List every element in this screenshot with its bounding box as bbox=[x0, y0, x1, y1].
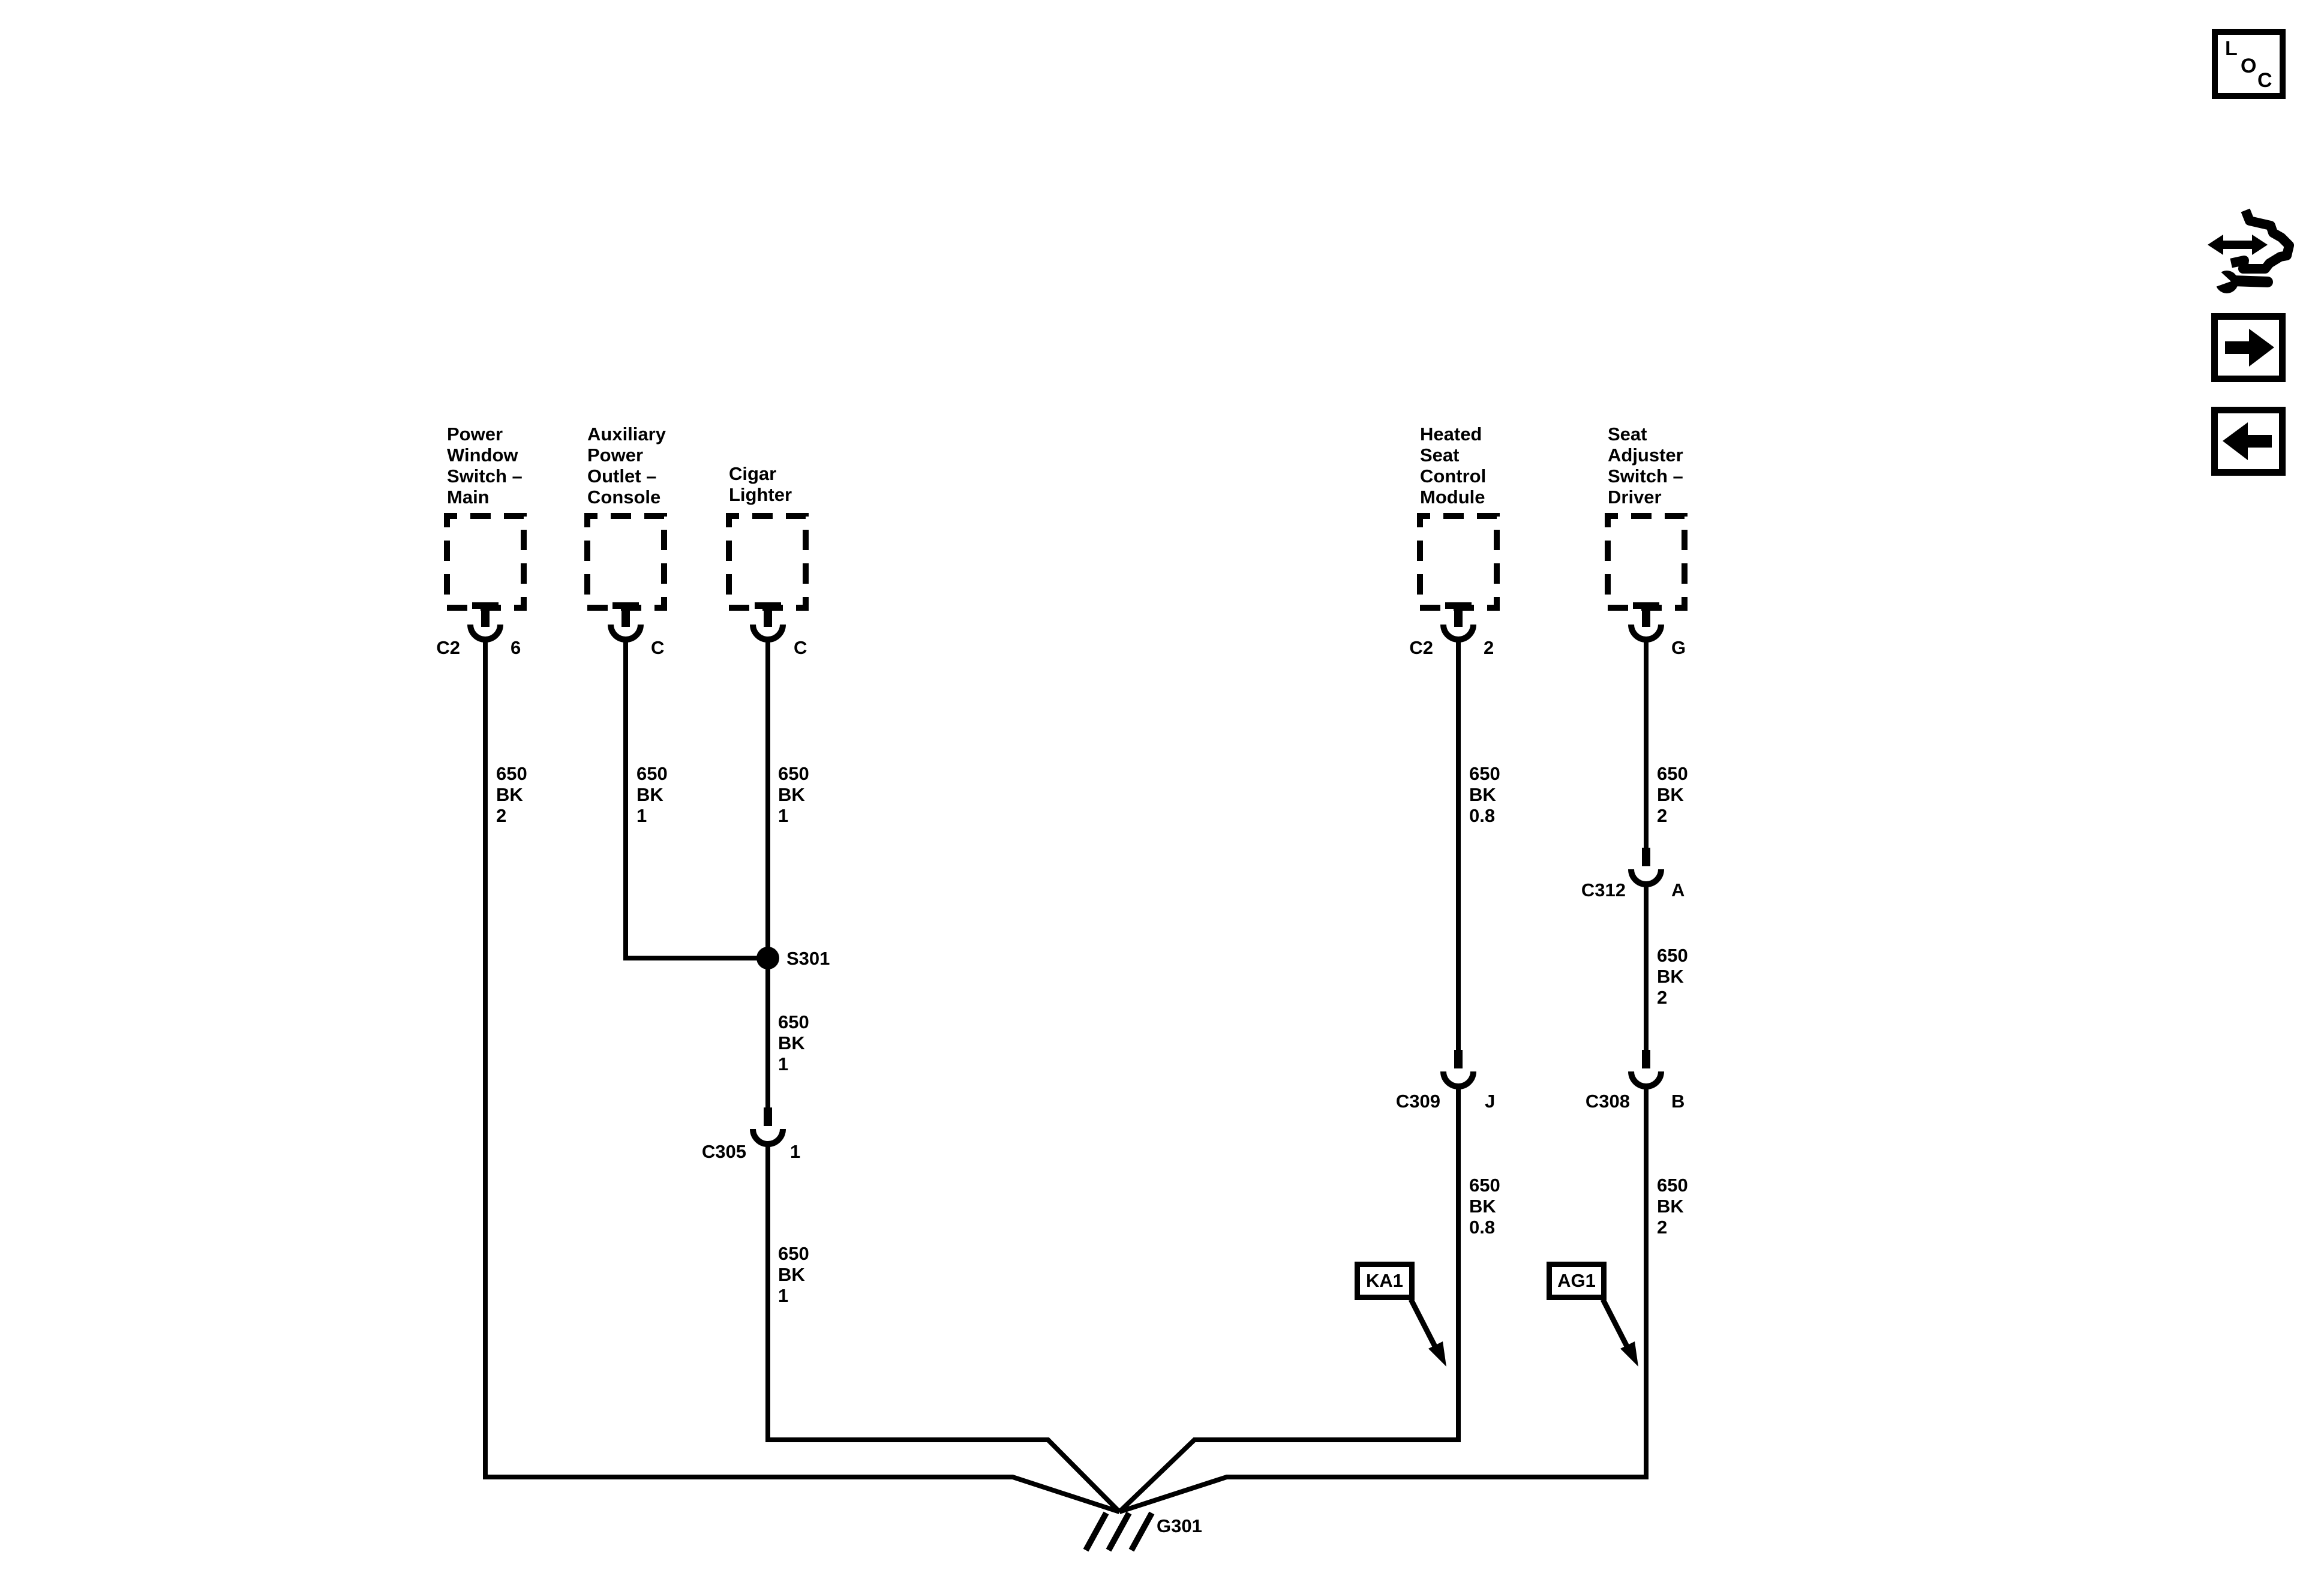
wire-gauge-label: 650 BK 1 bbox=[778, 1011, 809, 1074]
connector-symbol bbox=[1628, 602, 1664, 643]
loc-letter-c: C bbox=[2257, 69, 2272, 92]
component-box bbox=[444, 513, 527, 611]
inline-connector-c309 bbox=[1440, 1050, 1476, 1089]
component-box-outlines bbox=[444, 513, 1688, 611]
harness-callout-label: KA1 bbox=[1365, 1270, 1403, 1291]
component-label-seat-adjuster-switch-driver: Seat Adjuster Switch – Driver bbox=[1608, 424, 1683, 508]
harness-callout-ka1: KA1 bbox=[1355, 1262, 1415, 1300]
previous-page-button[interactable] bbox=[2211, 407, 2286, 476]
loc-marker[interactable]: L O C bbox=[2212, 29, 2286, 99]
loc-letter-l: L bbox=[2225, 37, 2238, 60]
connector-symbol bbox=[608, 602, 644, 643]
connector-id-label: C312 bbox=[1581, 879, 1626, 900]
component-label-auxiliary-power-outlet-console: Auxiliary Power Outlet – Console bbox=[587, 424, 666, 508]
pin-label: B bbox=[1671, 1091, 1685, 1112]
connector-symbol bbox=[750, 602, 786, 643]
pointer-outline-icon bbox=[2230, 208, 2294, 274]
pin-label: C bbox=[651, 637, 665, 658]
pin-label: G bbox=[1671, 637, 1686, 658]
pin-label: 1 bbox=[790, 1141, 801, 1162]
pin-label: 2 bbox=[1484, 637, 1494, 658]
component-label-power-window-switch-main: Power Window Switch – Main bbox=[447, 424, 523, 508]
wire-gauge-label: 650 BK 2 bbox=[496, 763, 527, 826]
connector-id-label: C2 bbox=[1409, 637, 1433, 658]
wire-gauge-label: 650 BK 1 bbox=[778, 1243, 809, 1306]
wire-heated-seat-lower bbox=[1118, 1088, 1461, 1514]
ground-wires bbox=[483, 641, 1649, 1514]
wire-cigar-lighter-lower bbox=[765, 1145, 1121, 1514]
wire-seat-adjuster-lower bbox=[1118, 1088, 1649, 1514]
callout-arrow-ka1 bbox=[1408, 1298, 1446, 1367]
wire-gauge-label: 650 BK 2 bbox=[1657, 1175, 1688, 1238]
wire-power-window-ground bbox=[483, 641, 1121, 1514]
wire-gauge-label: 650 BK 1 bbox=[636, 763, 668, 826]
connector-id-label: C305 bbox=[701, 1141, 746, 1162]
loc-letter-o: O bbox=[2241, 55, 2257, 77]
ground-symbol bbox=[1083, 1511, 1155, 1552]
wire-gauge-label: 650 BK 2 bbox=[1657, 763, 1688, 826]
wrench-icon bbox=[2212, 266, 2273, 293]
next-page-button[interactable] bbox=[2211, 313, 2286, 382]
inline-connector-c305 bbox=[750, 1107, 786, 1147]
connector-symbol bbox=[1440, 602, 1476, 643]
splice-id-label: S301 bbox=[786, 948, 830, 969]
component-label-heated-seat-control-module: Heated Seat Control Module bbox=[1420, 424, 1487, 508]
component-box bbox=[1605, 513, 1688, 611]
wire-aux-outlet-to-splice bbox=[623, 641, 768, 960]
component-box bbox=[726, 513, 809, 611]
left-arrow-icon bbox=[2223, 422, 2272, 460]
inline-connector-c308 bbox=[1628, 1050, 1664, 1089]
connector-id-label: C309 bbox=[1395, 1091, 1440, 1112]
ground-id-label: G301 bbox=[1157, 1515, 1202, 1536]
wire-gauge-label: 650 BK 1 bbox=[778, 763, 809, 826]
pin-label: 6 bbox=[511, 637, 521, 658]
wire-gauge-label: 650 BK 0.8 bbox=[1469, 763, 1500, 826]
wire-gauge-label: 650 BK 2 bbox=[1657, 945, 1688, 1008]
harness-callout-ag1: AG1 bbox=[1547, 1262, 1607, 1300]
connector-id-label: C308 bbox=[1585, 1091, 1630, 1112]
right-arrow-icon bbox=[2225, 329, 2274, 367]
inline-connector-symbols bbox=[750, 848, 1664, 1147]
tools-icon[interactable] bbox=[2202, 207, 2298, 297]
pin-label: C bbox=[794, 637, 807, 658]
pin-label: J bbox=[1485, 1091, 1496, 1112]
callout-arrow-ag1 bbox=[1600, 1298, 1638, 1367]
component-box bbox=[1417, 513, 1500, 611]
splice-s301-dot bbox=[756, 947, 779, 969]
component-label-cigar-lighter: Cigar Lighter bbox=[729, 463, 792, 505]
component-box bbox=[584, 513, 667, 611]
wire-gauge-label: 650 BK 0.8 bbox=[1469, 1175, 1500, 1238]
connector-symbol bbox=[467, 602, 503, 643]
harness-callout-label: AG1 bbox=[1557, 1270, 1596, 1291]
connector-id-label: C2 bbox=[436, 637, 460, 658]
component-connector-symbols bbox=[467, 602, 1664, 643]
inline-connector-c312 bbox=[1628, 848, 1664, 887]
double-arrow-icon bbox=[2208, 235, 2268, 255]
pin-label: A bbox=[1671, 879, 1685, 900]
